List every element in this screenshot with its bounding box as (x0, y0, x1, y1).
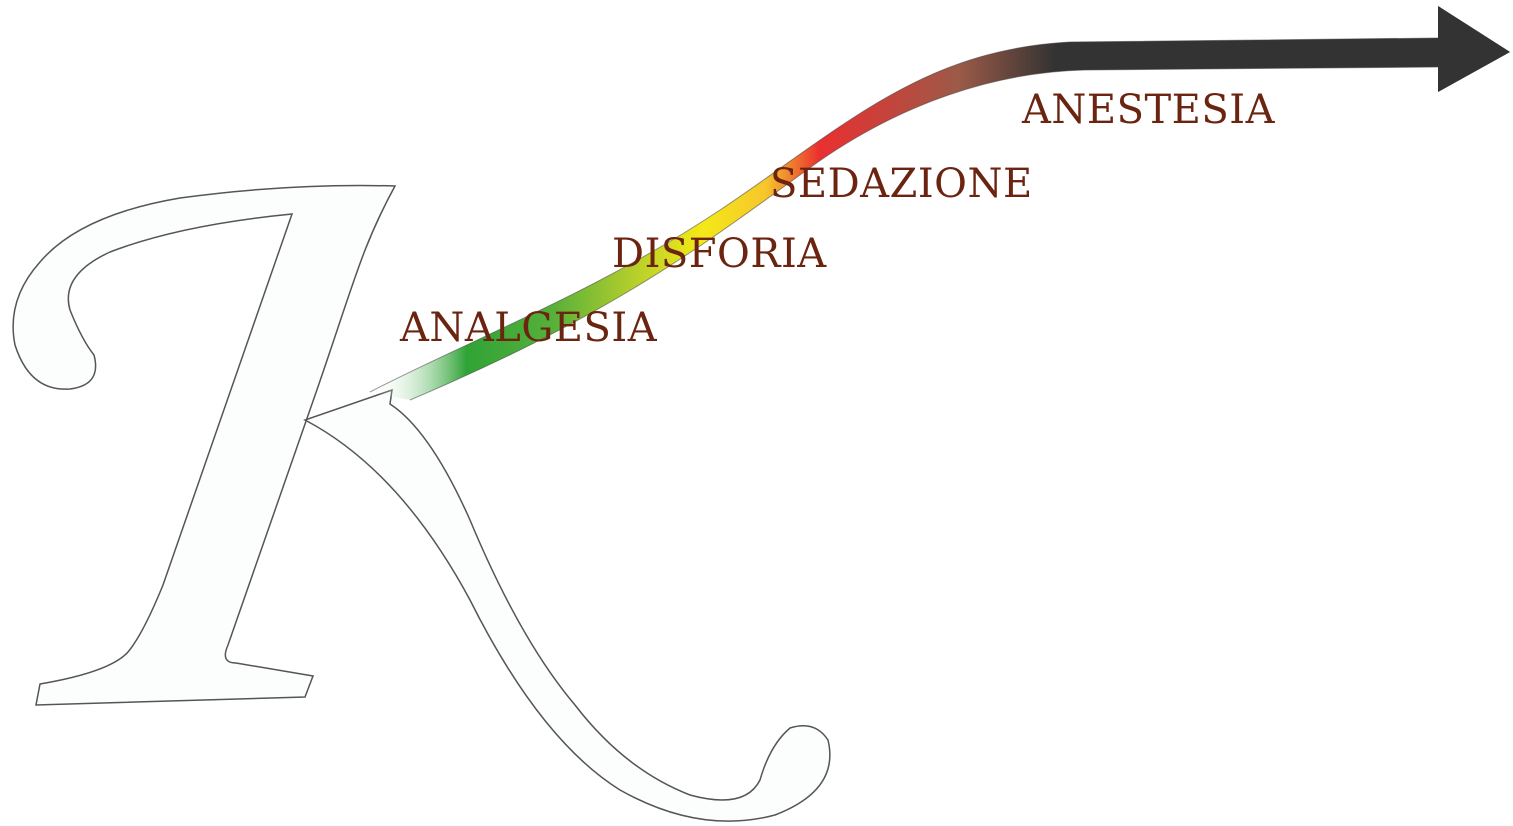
stage-label-sedazione: SEDAZIONE (770, 164, 1033, 204)
k-stem (13, 186, 395, 706)
stage-label-disforia: DISFORIA (612, 234, 827, 274)
arrow-head (1438, 6, 1510, 92)
stage-label-analgesia: ANALGESIA (400, 308, 657, 348)
stage-label-anestesia: ANESTESIA (1022, 90, 1275, 130)
letter-k-outline (13, 186, 830, 822)
k-leg (305, 390, 830, 821)
